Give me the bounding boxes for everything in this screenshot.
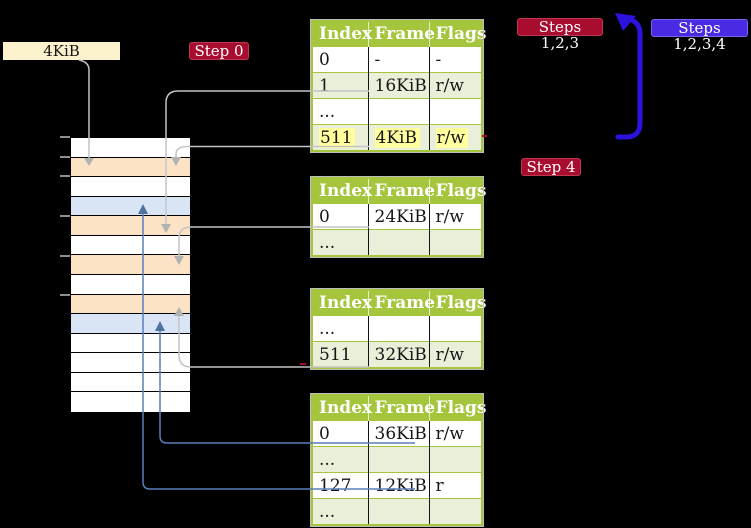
cell-frame: 16KiB [374,75,427,96]
cell-flags: r/w [435,127,468,148]
table-row: 0 36KiB r/w [312,420,482,447]
column-header: Index [312,290,372,316]
table-row: ... [312,315,482,342]
cell-flags: r/w [435,206,464,227]
memory-frame-row [71,138,190,158]
red-dash-marker [300,363,306,365]
cell-frame: 4KiB [374,127,420,148]
table-row: ... [312,98,482,125]
memory-frame-row [71,216,190,236]
cell-index: 127 [319,475,352,496]
memory-frame-row [71,392,190,412]
address-tick [60,175,70,177]
cell-index: 0 [319,49,330,70]
address-tick [60,156,70,158]
cell-flags: - [435,49,442,70]
badge-step-0: Step 0 [189,42,249,60]
cell-index: ... [319,101,336,122]
cell-frame: 32KiB [374,344,427,365]
memory-frame-row [71,274,190,295]
cell-flags: r/w [435,344,464,365]
page-table-level-1: Index Frame Flags 0 36KiB r/w ... 127 12… [310,393,487,527]
memory-frame-row [71,235,190,256]
memory-frame-row [71,157,190,178]
address-tick [60,294,70,296]
memory-frame-row [71,372,190,393]
cell-flags: r/w [435,75,464,96]
memory-frame-row [71,353,190,373]
table-row: 0 - - [312,46,482,73]
column-header: Flags [429,290,487,316]
memory-frame-row [71,177,190,197]
cell-index: ... [319,232,336,253]
table-row: 0 24KiB r/w [312,203,482,230]
cell-index: 511 [319,344,352,365]
cell-frame: 12KiB [374,475,427,496]
frame-size-label: 4KiB [3,42,120,60]
column-header: Frame [368,21,435,47]
table-row: 127 12KiB r [312,472,482,499]
cell-index: 0 [319,423,330,444]
table-header-row: Index Frame Flags [312,178,487,204]
address-tick [60,215,70,217]
cell-frame: 36KiB [374,423,427,444]
arrow-thick-blue-steps [615,13,643,140]
cell-frame: - [374,49,381,70]
page-table-level-4: Index Frame Flags 0 - - 1 16KiB r/w ... … [310,19,487,153]
column-header: Frame [368,290,435,316]
table-row: 1 16KiB r/w [312,72,482,99]
table-row: ... [312,229,482,256]
column-header: Flags [429,395,487,421]
cell-index: ... [319,501,336,522]
badge-steps-1-2-3: Steps 1,2,3 [517,18,603,51]
table-header-row: Index Frame Flags [312,290,487,316]
column-header: Index [312,395,372,421]
badge-steps-1-2-3-4: Steps 1,2,3,4 [651,19,748,52]
cell-flags: r [435,475,444,496]
memory-frame-row [71,294,190,315]
cell-index: ... [319,318,336,339]
cell-index: ... [319,449,336,470]
physical-memory-stack [70,137,191,413]
memory-frame-row [71,333,190,354]
cell-flags: r/w [435,423,464,444]
badge-step-4: Step 4 [521,158,581,176]
memory-frame-row [71,196,190,217]
column-header: Frame [368,178,435,204]
address-tick [60,136,70,138]
table-row: ... [312,446,482,473]
cell-index: 511 [319,127,356,148]
table-row: 511 4KiB r/w [312,124,482,151]
column-header: Frame [368,395,435,421]
address-tick [60,255,70,257]
page-table-level-3: Index Frame Flags 0 24KiB r/w ... [310,176,487,258]
page-table-level-2: Index Frame Flags ... 511 32KiB r/w [310,288,487,370]
column-header: Index [312,178,372,204]
cell-index: 1 [319,75,330,96]
memory-frame-row [71,255,190,275]
table-row: 511 32KiB r/w [312,341,482,368]
column-header: Index [312,21,372,47]
cell-frame: 24KiB [374,206,427,227]
table-header-row: Index Frame Flags [312,395,487,421]
cell-index: 0 [319,206,330,227]
table-header-row: Index Frame Flags [312,21,487,47]
table-row: ... [312,498,482,525]
column-header: Flags [429,21,487,47]
memory-frame-row [71,314,190,334]
column-header: Flags [429,178,487,204]
